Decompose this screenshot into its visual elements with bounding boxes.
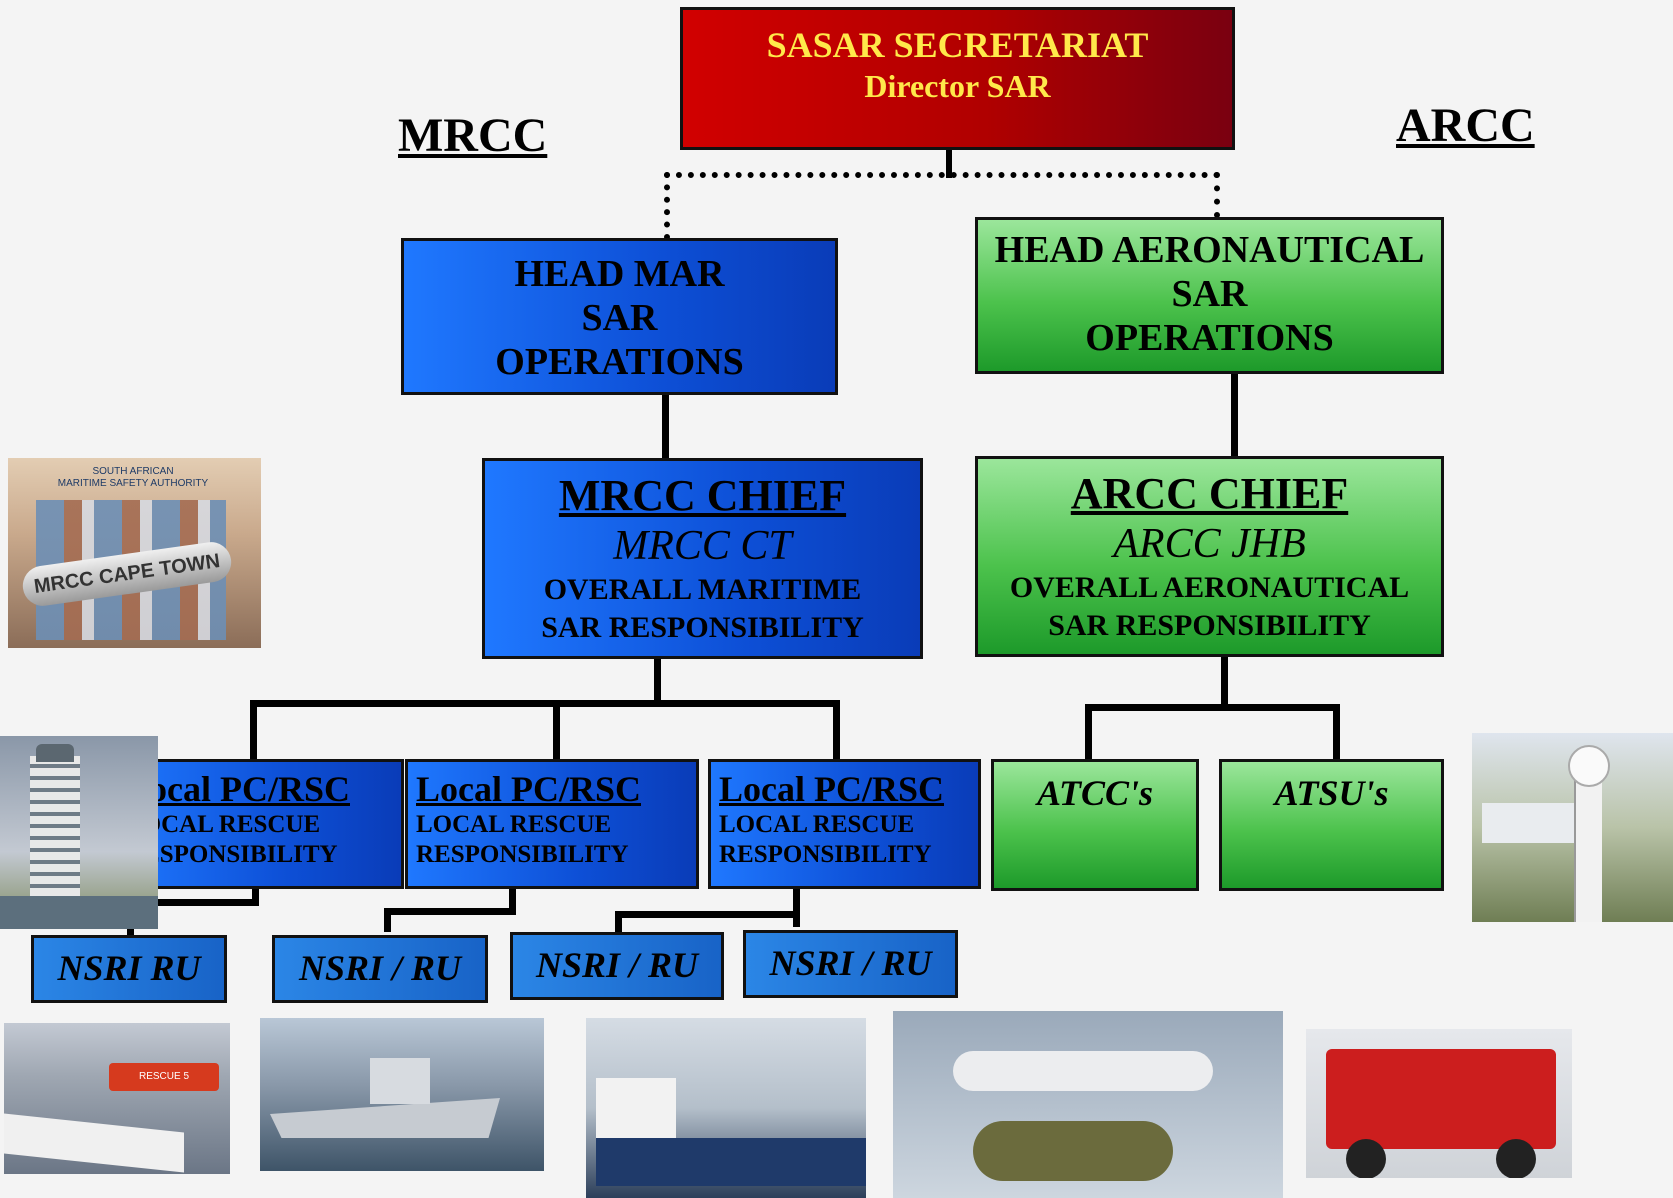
atsu-box: ATSU's — [1219, 759, 1444, 891]
connector — [1221, 657, 1228, 707]
connector — [654, 659, 661, 704]
nsri-box: NSRI / RU — [272, 935, 488, 1003]
harbour-tower-photo — [0, 736, 158, 929]
mrcc-sign-photo: SOUTH AFRICAN MARITIME SAFETY AUTHORITY … — [8, 458, 261, 648]
arcc-chief-title: ARCC CHIEF — [1070, 469, 1349, 518]
atcc-box: ATCC's — [991, 759, 1199, 891]
mrcc-chief-title: MRCC CHIEF — [558, 471, 847, 520]
local-pc-line2: RESPONSIBILITY — [416, 841, 629, 868]
connector-dotted — [664, 172, 1220, 178]
connector — [127, 899, 259, 906]
local-pc-box: Local PC/RSC LOCAL RESCUE RESPONSIBILITY — [114, 759, 404, 889]
connector — [833, 700, 840, 762]
local-pc-title: Local PC/RSC — [125, 769, 350, 809]
connector-dotted — [1214, 172, 1220, 218]
local-pc-line1: LOCAL RESCUE — [125, 811, 321, 838]
secretariat-box: SASAR SECRETARIAT Director SAR — [680, 7, 1235, 150]
fire-truck-photo — [1306, 1029, 1572, 1178]
connector — [553, 700, 560, 762]
head-mar-line1: HEAD MAR — [514, 253, 725, 295]
connector — [793, 889, 800, 927]
head-aero-line3: OPERATIONS — [1085, 317, 1334, 359]
connector — [384, 908, 516, 915]
head-mar-line2: SAR — [581, 297, 658, 339]
nsri-label: NSRI / RU — [535, 945, 699, 985]
connector — [615, 911, 622, 937]
nsri-label: NSRI RU — [57, 948, 201, 988]
local-pc-box: Local PC/RSC LOCAL RESCUE RESPONSIBILITY — [405, 759, 699, 889]
mrcc-chief-line2: SAR RESPONSIBILITY — [541, 611, 864, 644]
local-pc-line2: RESPONSIBILITY — [719, 841, 932, 868]
aircraft-photo — [893, 1011, 1283, 1198]
nsri-box: NSRI / RU — [510, 932, 724, 1000]
head-aero-line1: HEAD AERONAUTICAL — [994, 229, 1425, 271]
head-aero-box: HEAD AERONAUTICAL SAR OPERATIONS — [975, 217, 1444, 374]
connector — [250, 700, 257, 762]
mrcc-chief-box: MRCC CHIEF MRCC CT OVERALL MARITIME SAR … — [482, 458, 923, 659]
local-pc-line1: LOCAL RESCUE — [719, 811, 915, 838]
connector — [1231, 374, 1238, 457]
connector — [615, 911, 800, 918]
mrcc-chief-center: MRCC CT — [613, 523, 792, 569]
mrcc-chief-line1: OVERALL MARITIME — [543, 573, 862, 606]
nsri-box: NSRI RU — [31, 935, 227, 1003]
airport-tower-photo — [1472, 733, 1673, 922]
sign-text-authority: MARITIME SAFETY AUTHORITY — [57, 478, 209, 489]
nsri-box: NSRI / RU — [743, 930, 958, 998]
connector — [509, 889, 516, 913]
connector — [384, 908, 391, 932]
rescue-boat-label: RESCUE 5 — [109, 1063, 219, 1091]
navy-ship-photo — [260, 1018, 544, 1171]
connector — [1085, 704, 1340, 711]
connector — [946, 150, 952, 178]
local-pc-title: Local PC/RSC — [416, 769, 641, 809]
arcc-chief-line2: SAR RESPONSIBILITY — [1048, 609, 1371, 642]
tanker-ship-photo — [586, 1018, 866, 1198]
sign-text-top: SOUTH AFRICAN — [92, 466, 174, 477]
head-aero-line2: SAR — [1171, 273, 1248, 315]
arcc-header: ARCC — [1396, 99, 1535, 152]
head-mar-line3: OPERATIONS — [495, 341, 744, 383]
connector — [662, 395, 669, 459]
nsri-label: NSRI / RU — [298, 948, 462, 988]
connector — [1085, 704, 1092, 762]
atcc-label: ATCC's — [1036, 773, 1154, 813]
connector — [252, 889, 259, 905]
local-pc-title: Local PC/RSC — [719, 769, 944, 809]
head-mar-box: HEAD MAR SAR OPERATIONS — [401, 238, 838, 395]
arcc-chief-line1: OVERALL AERONAUTICAL — [1009, 571, 1410, 604]
connector-dotted — [664, 172, 670, 240]
local-pc-box: Local PC/RSC LOCAL RESCUE RESPONSIBILITY — [708, 759, 981, 889]
local-pc-line1: LOCAL RESCUE — [416, 811, 612, 838]
secretariat-subtitle: Director SAR — [864, 68, 1051, 104]
local-pc-line2: RESPONSIBILITY — [125, 841, 338, 868]
atsu-label: ATSU's — [1274, 773, 1389, 813]
connector — [1333, 704, 1340, 762]
rescue-boat-photo: RESCUE 5 — [4, 1023, 230, 1174]
arcc-chief-box: ARCC CHIEF ARCC JHB OVERALL AERONAUTICAL… — [975, 456, 1444, 657]
mrcc-header: MRCC — [398, 109, 548, 162]
secretariat-title: SASAR SECRETARIAT — [766, 25, 1149, 65]
nsri-label: NSRI / RU — [769, 943, 932, 983]
connector — [250, 700, 840, 707]
arcc-chief-center: ARCC JHB — [1113, 521, 1306, 567]
